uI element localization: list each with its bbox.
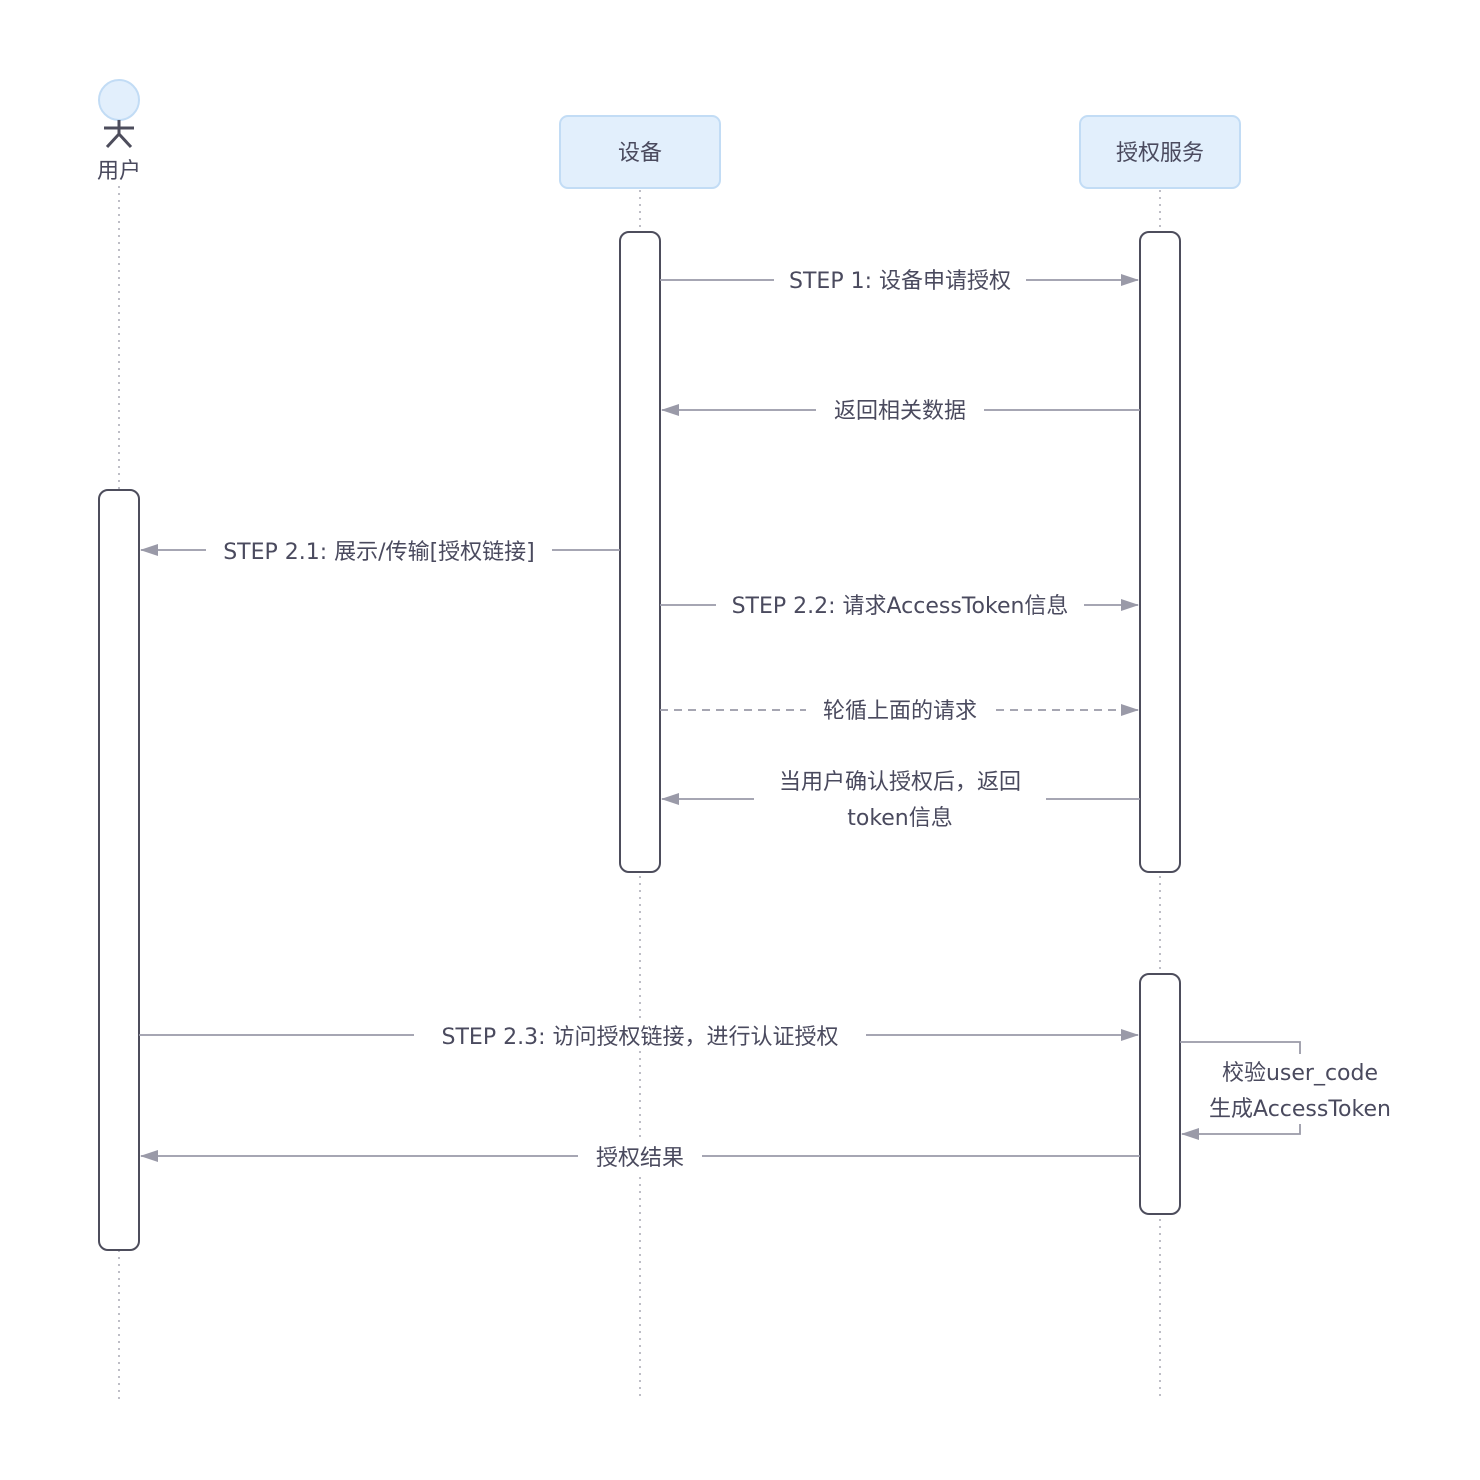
message-step1-label: STEP 1: 设备申请授权 (789, 269, 1011, 294)
device-activation (619, 231, 661, 873)
message-step2-1: STEP 2.1: 展示/传输[授权链接] (140, 534, 620, 566)
message-step2-2-label: STEP 2.2: 请求AccessToken信息 (732, 594, 1069, 619)
participant-auth-label: 授权服务 (1116, 141, 1204, 166)
message-return-data: 返回相关数据 (661, 394, 1140, 426)
self-message-validate-label-1: 校验user_code (1222, 1061, 1378, 1086)
message-return-token: 当用户确认授权后，返回 token信息 (661, 764, 1140, 836)
message-polling: 轮循上面的请求 (660, 694, 1139, 726)
user-activation (98, 489, 140, 1251)
participant-device: 设备 (559, 115, 721, 189)
message-auth-result: 授权结果 (140, 1140, 1140, 1172)
participant-device-label: 设备 (618, 141, 662, 166)
auth-activation-2 (1139, 973, 1181, 1215)
message-step2-2: STEP 2.2: 请求AccessToken信息 (660, 589, 1139, 621)
participant-user-label: 用户 (97, 159, 141, 184)
message-step2-3-label: STEP 2.3: 访问授权链接，进行认证授权 (442, 1025, 839, 1050)
message-polling-label: 轮循上面的请求 (823, 699, 977, 724)
message-return-data-label: 返回相关数据 (834, 399, 966, 424)
message-step2-3: STEP 2.3: 访问授权链接，进行认证授权 (139, 1019, 1139, 1051)
self-message-validate-label-2: 生成AccessToken (1209, 1097, 1391, 1122)
message-return-token-label-2: token信息 (847, 806, 953, 831)
participant-auth: 授权服务 (1079, 115, 1241, 189)
user-actor-icon (98, 79, 140, 149)
message-return-token-label-1: 当用户确认授权后，返回 (779, 770, 1021, 795)
self-message-validate: 校验user_code 生成AccessToken (1180, 1041, 1396, 1140)
message-auth-result-label: 授权结果 (596, 1146, 684, 1171)
message-step2-1-label: STEP 2.1: 展示/传输[授权链接] (223, 540, 535, 565)
message-step1: STEP 1: 设备申请授权 (660, 264, 1139, 296)
auth-activation-1 (1139, 231, 1181, 873)
